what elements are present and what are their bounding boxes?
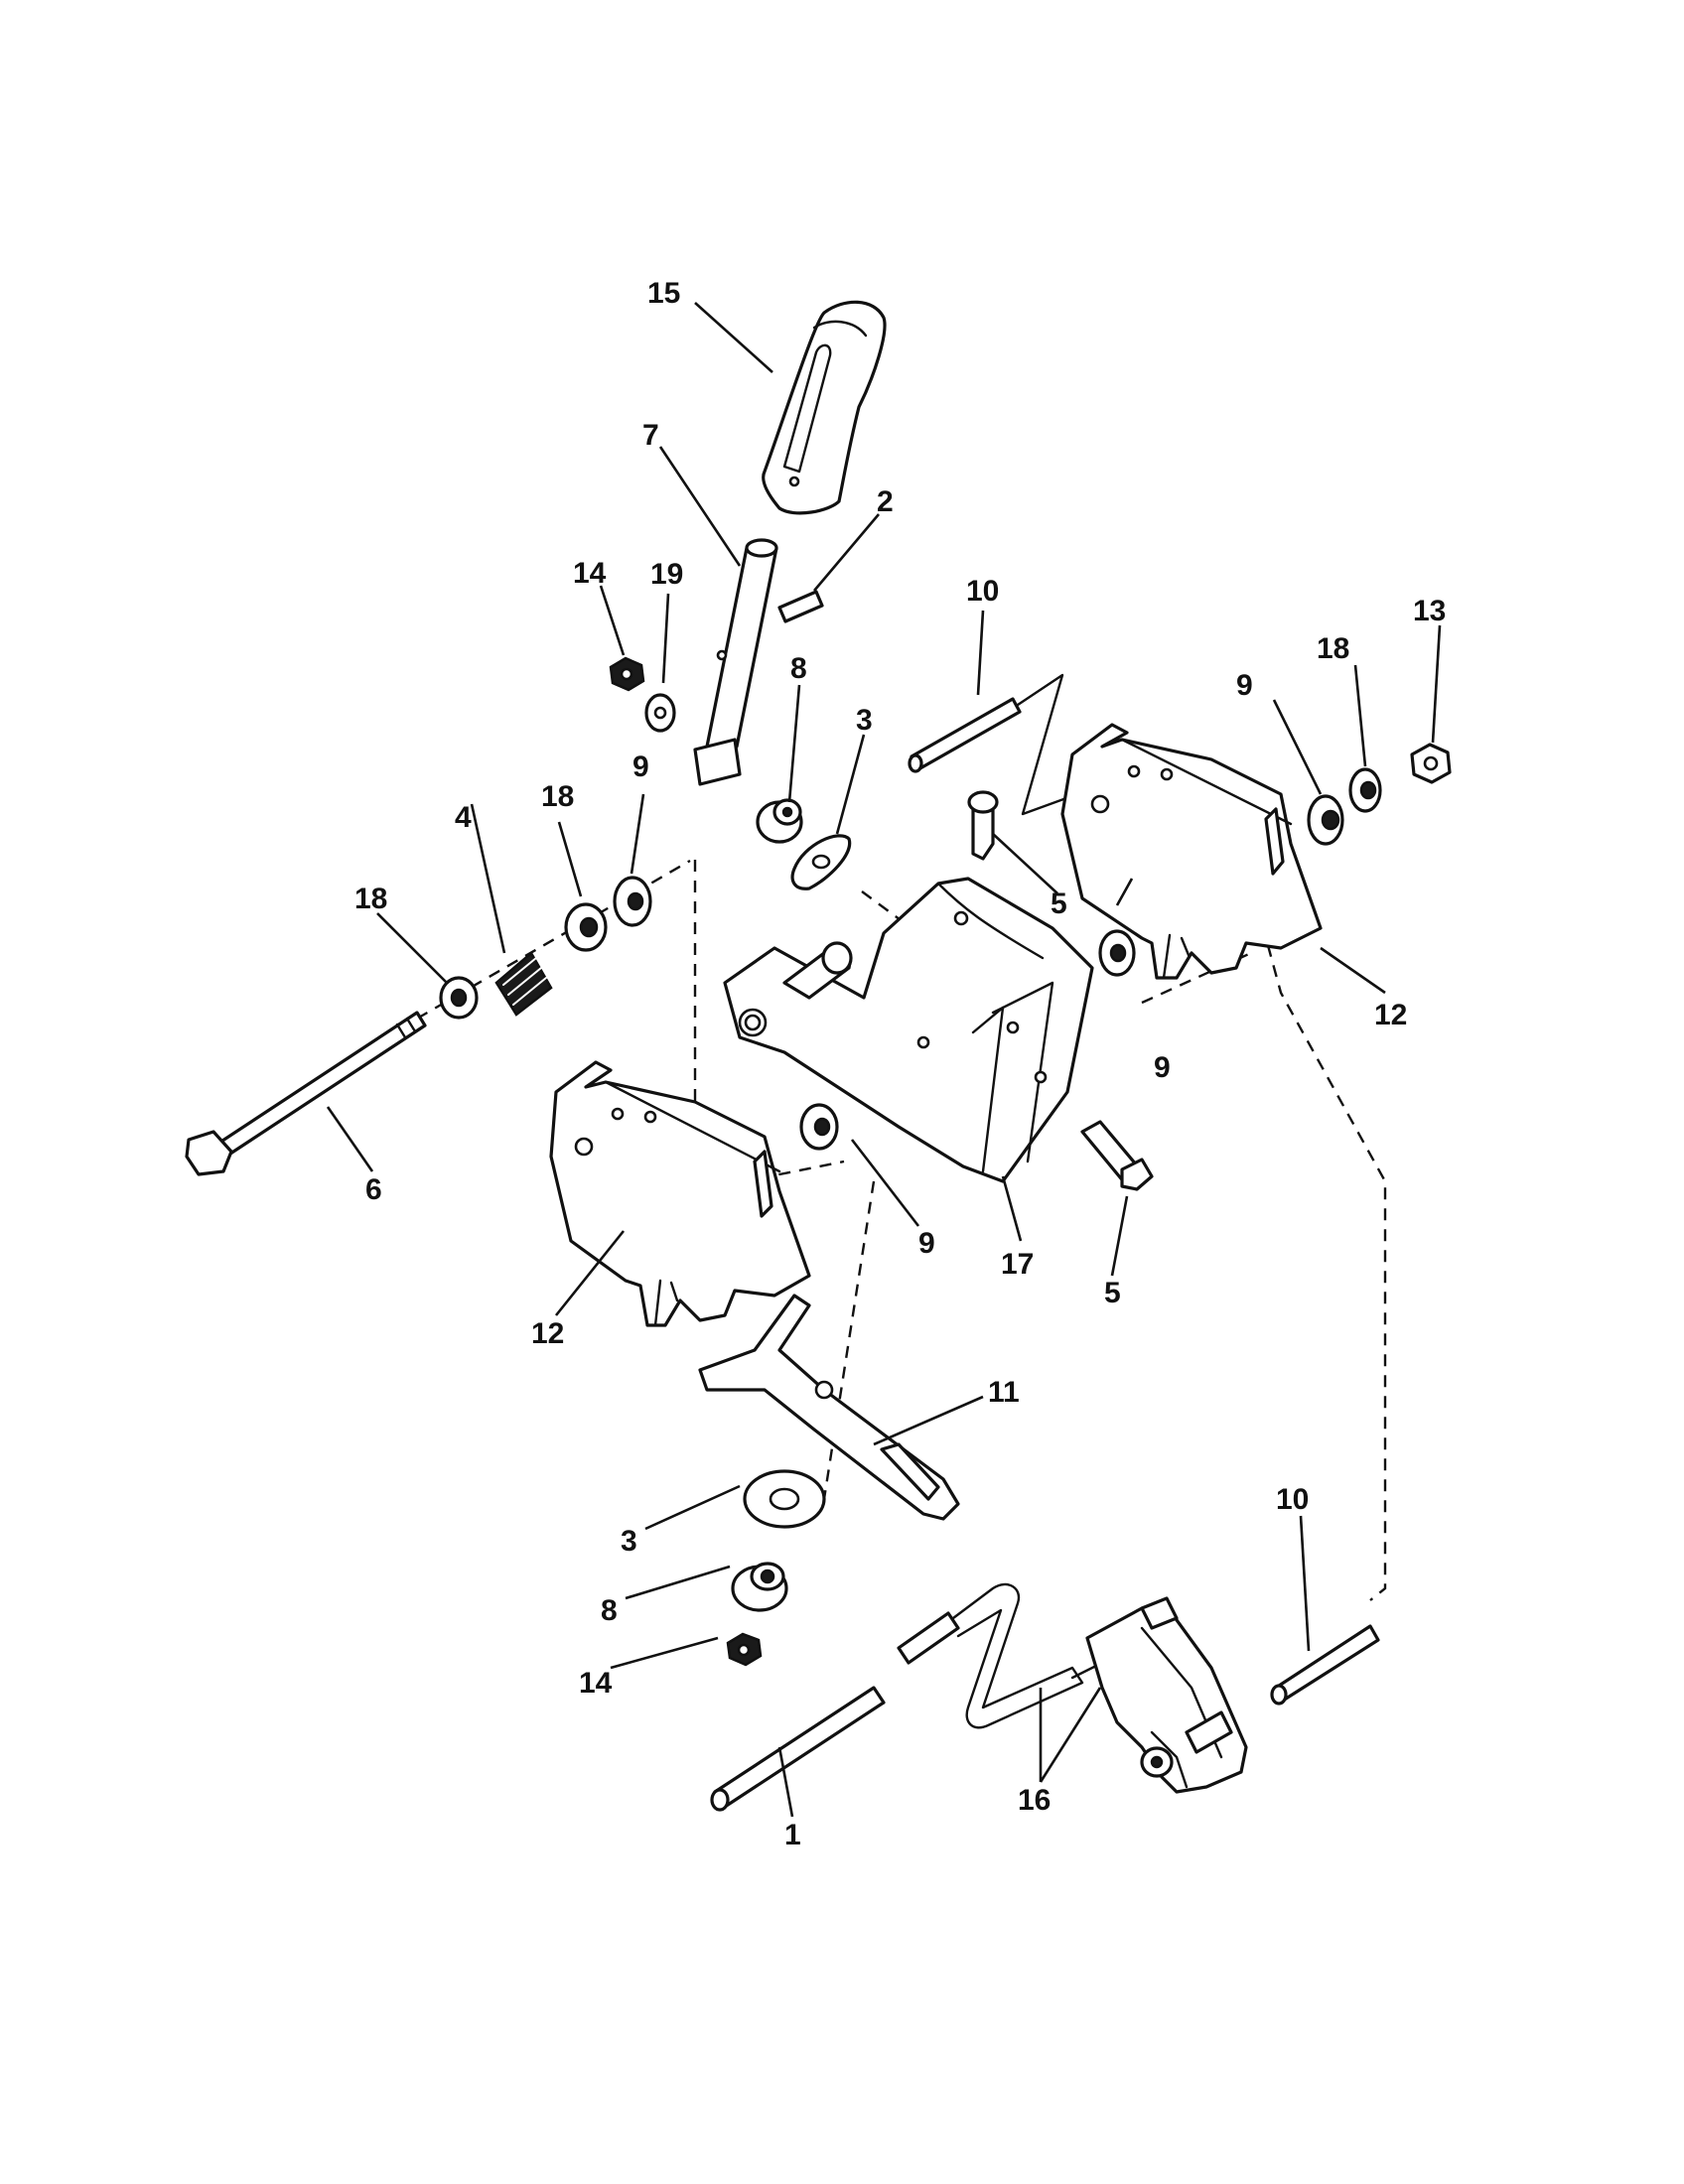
part-lock-nut-top	[609, 656, 645, 692]
part-spring-pin-top	[908, 673, 1079, 816]
callout-9-right-top: 9	[1236, 669, 1253, 702]
part-washer-18-left-outer	[439, 976, 479, 1020]
callout-9-center: 9	[1154, 1051, 1171, 1084]
part-washer-9-left	[613, 876, 652, 927]
callout-7: 7	[642, 419, 659, 452]
part-washer-9-center	[1098, 929, 1136, 977]
callout-18-right: 18	[1317, 632, 1349, 665]
callout-9-left: 9	[632, 751, 649, 783]
callout-18-left-outer: 18	[354, 883, 387, 915]
callout-12-right: 12	[1374, 999, 1407, 1031]
callout-1: 1	[784, 1819, 801, 1851]
callout-14-bottom: 14	[579, 1667, 613, 1700]
part-washer-18-right	[1348, 767, 1382, 813]
part-roll-pin	[777, 590, 824, 623]
callout-11: 11	[988, 1376, 1020, 1409]
part-bolt-bottom	[1080, 1120, 1154, 1191]
part-bushing-bottom	[731, 1562, 788, 1612]
part-handle-grip	[762, 300, 887, 515]
part-lever-rod	[693, 538, 778, 786]
part-bolt-top	[967, 790, 999, 861]
part-shift-rod	[710, 1582, 1134, 1812]
part-bushing-top	[756, 798, 803, 844]
callout-9-lower: 9	[918, 1227, 935, 1260]
callout-15: 15	[647, 277, 680, 310]
callout-12-left: 12	[531, 1317, 564, 1350]
part-lock-nut-bottom	[726, 1632, 763, 1667]
callout-8-bottom: 8	[601, 1594, 618, 1627]
callout-14-top: 14	[573, 557, 607, 590]
part-washer-9-right	[1307, 794, 1344, 846]
part-washer-19	[644, 693, 676, 733]
callout-3-bottom: 3	[621, 1525, 637, 1558]
part-flat-washer-bottom	[743, 1469, 826, 1529]
part-compression-spring	[494, 951, 553, 1017]
part-side-plate-left	[549, 1060, 811, 1327]
callout-3-top: 3	[856, 704, 873, 737]
callout-5-top: 5	[1051, 887, 1067, 920]
callout-8-top: 8	[790, 652, 807, 685]
callout-2: 2	[877, 485, 894, 518]
part-side-plate-right	[1060, 723, 1323, 980]
callout-16: 16	[1018, 1784, 1051, 1817]
callout-labels: 15 7 2 14 19 8 3 10 5 9 18 13 12 9 4 18 …	[354, 277, 1446, 1851]
part-main-bracket	[723, 877, 1094, 1183]
part-washer-9-lower	[799, 1103, 839, 1151]
part-pivot-bracket	[1085, 1596, 1248, 1794]
part-shift-plate	[698, 1294, 960, 1521]
part-spring-pin-bottom	[1270, 1624, 1380, 1706]
callout-18-left-inner: 18	[541, 780, 574, 813]
callout-19: 19	[650, 558, 683, 591]
callout-10-bottom: 10	[1276, 1483, 1309, 1516]
callout-4: 4	[455, 801, 472, 834]
part-washer-18-left-inner	[564, 902, 608, 952]
part-flat-washer-top	[790, 834, 852, 890]
leader-lines	[326, 302, 1442, 1818]
part-nut-13	[1410, 743, 1452, 784]
callout-17: 17	[1001, 1248, 1034, 1281]
callout-13: 13	[1413, 595, 1446, 627]
part-long-bolt	[185, 1011, 427, 1176]
callout-5-bottom: 5	[1104, 1277, 1121, 1309]
callout-10-top: 10	[966, 575, 999, 608]
callout-6: 6	[365, 1173, 382, 1206]
